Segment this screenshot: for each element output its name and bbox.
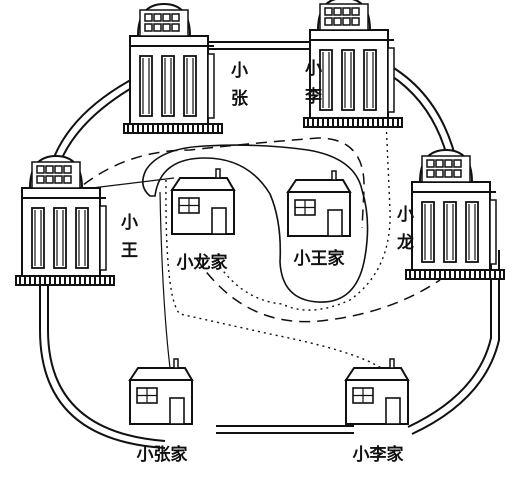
dotted-route [165,119,391,371]
label-home-li: 小李家 [353,444,404,465]
label-building-zhang: 小张 [231,61,249,109]
house-zhang [129,358,193,425]
connector-left [91,177,175,189]
house-long [171,168,235,235]
inner-road [142,144,369,303]
outer-road [39,41,500,449]
building-long [405,149,505,280]
label-building-wang: 小王 [121,213,138,261]
building-zhang [123,3,223,134]
label-building-li: 小李 [305,59,322,107]
label-building-long: 小龙 [396,205,414,253]
house-wang [287,170,351,237]
house-li [345,358,409,425]
building-wang [15,155,115,286]
label-home-zhang: 小张家 [137,444,188,465]
connector-zhang-home [159,191,171,369]
dashed-route [69,137,441,323]
label-home-long: 小龙家 [177,252,228,273]
label-home-wang: 小王家 [294,248,345,269]
